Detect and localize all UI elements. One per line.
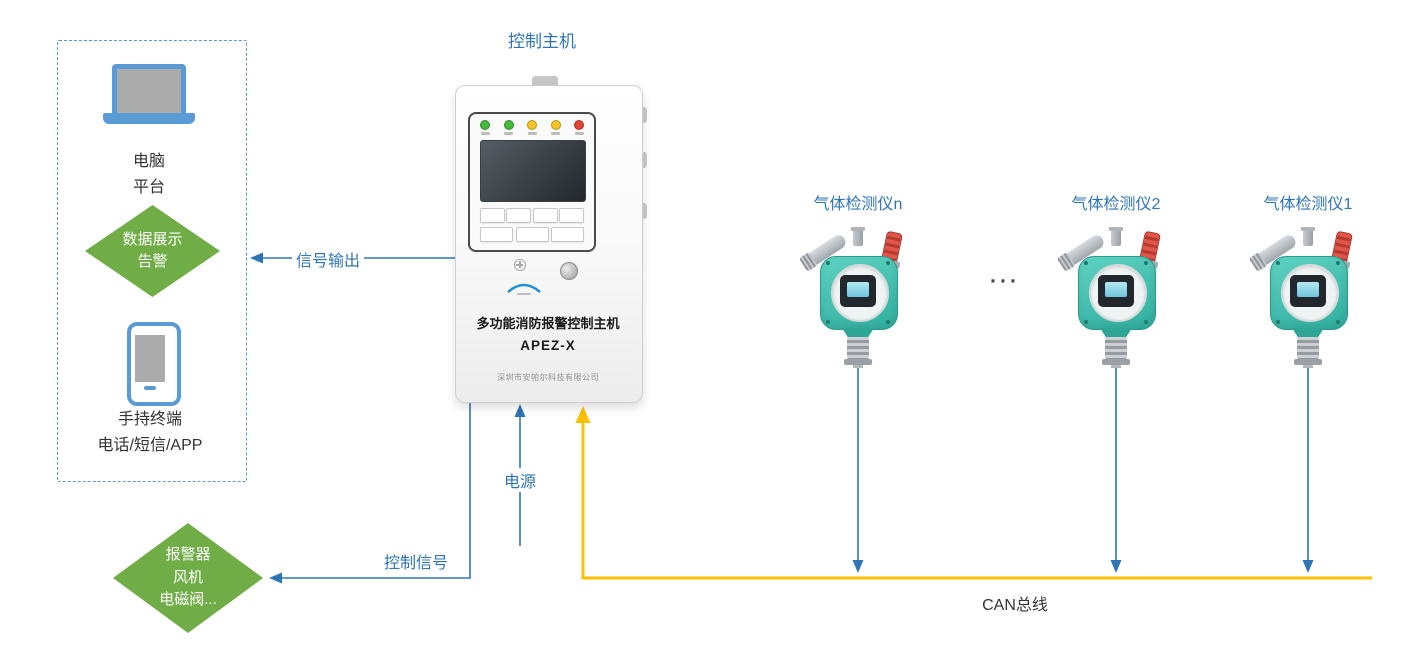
detector-conduit <box>851 227 865 246</box>
host-side-tab <box>640 152 647 168</box>
diamond-line: 告警 <box>137 253 168 270</box>
detector-display <box>847 282 869 297</box>
host-side-tab <box>640 107 647 123</box>
detector-sensor-cap <box>844 359 872 365</box>
detector-n-label: 气体检测仪n <box>813 196 903 213</box>
detector-sensor <box>1105 337 1127 359</box>
host-lcd-screen <box>480 140 586 202</box>
detector-sensor-cap <box>1102 359 1130 365</box>
phone-home-button <box>144 386 156 390</box>
detector-2-arrowhead <box>1110 560 1122 573</box>
detector-display <box>1297 282 1319 297</box>
detectors-ellipsis: ··· <box>990 270 1020 293</box>
host-side-tab <box>640 203 647 219</box>
can-bus-label: CAN总线 <box>982 597 1048 614</box>
detector-1-arrowhead <box>1302 560 1314 573</box>
detector-neck <box>1292 328 1324 337</box>
platform-group-box <box>57 40 247 482</box>
gas-detector-device <box>1248 227 1368 368</box>
detector-1-label: 气体检测仪1 <box>1263 196 1353 213</box>
signal-output-arrowhead <box>250 252 263 264</box>
control-signal-arrowhead <box>269 572 282 584</box>
handheld-phone-icon <box>127 322 181 406</box>
power-arrowhead <box>514 404 526 417</box>
can-bus-arrowhead <box>575 406 591 423</box>
host-panel-button <box>506 208 532 223</box>
host-device-title: 多功能消防报警控制主机 <box>476 316 620 331</box>
host-indicator-leds <box>480 120 584 135</box>
actuator-diamond: 报警器 风机 电磁阀... <box>113 523 263 633</box>
signal-output-label: 信号输出 <box>292 247 365 271</box>
host-mount-tab <box>532 76 558 86</box>
phone-screen <box>135 335 165 382</box>
computer-label-line2: 平台 <box>132 179 166 196</box>
detector-sensor <box>1297 337 1319 359</box>
led-alarm <box>574 120 584 130</box>
host-panel-button <box>480 227 513 242</box>
brand-logo-icon <box>507 283 541 295</box>
led-power <box>480 120 490 130</box>
detector-neck <box>1100 328 1132 337</box>
diamond-line: 报警器 <box>165 546 211 564</box>
computer-icon <box>103 64 195 126</box>
handheld-label-line2: 电话/短信/APP <box>97 437 203 454</box>
computer-screen <box>112 64 186 118</box>
host-round-button <box>560 262 578 280</box>
detector-sensor-nub <box>1111 365 1121 368</box>
host-button-row <box>480 227 584 242</box>
led-mute <box>550 120 561 130</box>
led-shield <box>527 120 537 130</box>
detector-sensor-nub <box>1303 365 1313 368</box>
host-panel-button <box>551 227 584 242</box>
control-signal-label: 控制信号 <box>384 555 449 572</box>
detector-2-label: 气体检测仪2 <box>1071 196 1161 213</box>
detector-sensor-cap <box>1294 359 1322 365</box>
gas-detector-device <box>1056 227 1176 368</box>
led-backup <box>503 120 514 130</box>
detector-sensor <box>847 337 869 359</box>
screw-icon <box>514 259 526 271</box>
detector-display <box>1105 282 1127 297</box>
host-panel-button <box>515 227 549 242</box>
host-device-model: APEZ-X <box>520 338 576 353</box>
diamond-line: 电磁阀... <box>159 591 217 609</box>
gas-detector-device <box>798 227 918 368</box>
detector-conduit <box>1109 227 1123 246</box>
diamond-line: 风机 <box>172 568 203 586</box>
host-title-label: 控制主机 <box>508 32 576 51</box>
host-panel-button <box>532 208 558 223</box>
host-panel-button <box>558 208 584 223</box>
power-label: 电源 <box>500 468 541 492</box>
host-device-company: 深圳市安帕尔科技有限公司 <box>497 373 599 382</box>
host-button-row <box>480 208 584 223</box>
can-bus-line <box>581 421 1372 580</box>
diamond-line: 数据展示 <box>122 230 183 248</box>
computer-base <box>103 113 195 124</box>
detector-sensor-nub <box>853 365 863 368</box>
host-display-panel <box>468 112 596 252</box>
detector-conduit <box>1301 227 1315 246</box>
detector-n-arrowhead <box>852 560 864 573</box>
computer-label-line1: 电脑 <box>132 153 166 170</box>
host-panel-button <box>480 208 505 223</box>
detector-neck <box>842 328 874 337</box>
handheld-label-line1: 手持终端 <box>117 411 183 428</box>
